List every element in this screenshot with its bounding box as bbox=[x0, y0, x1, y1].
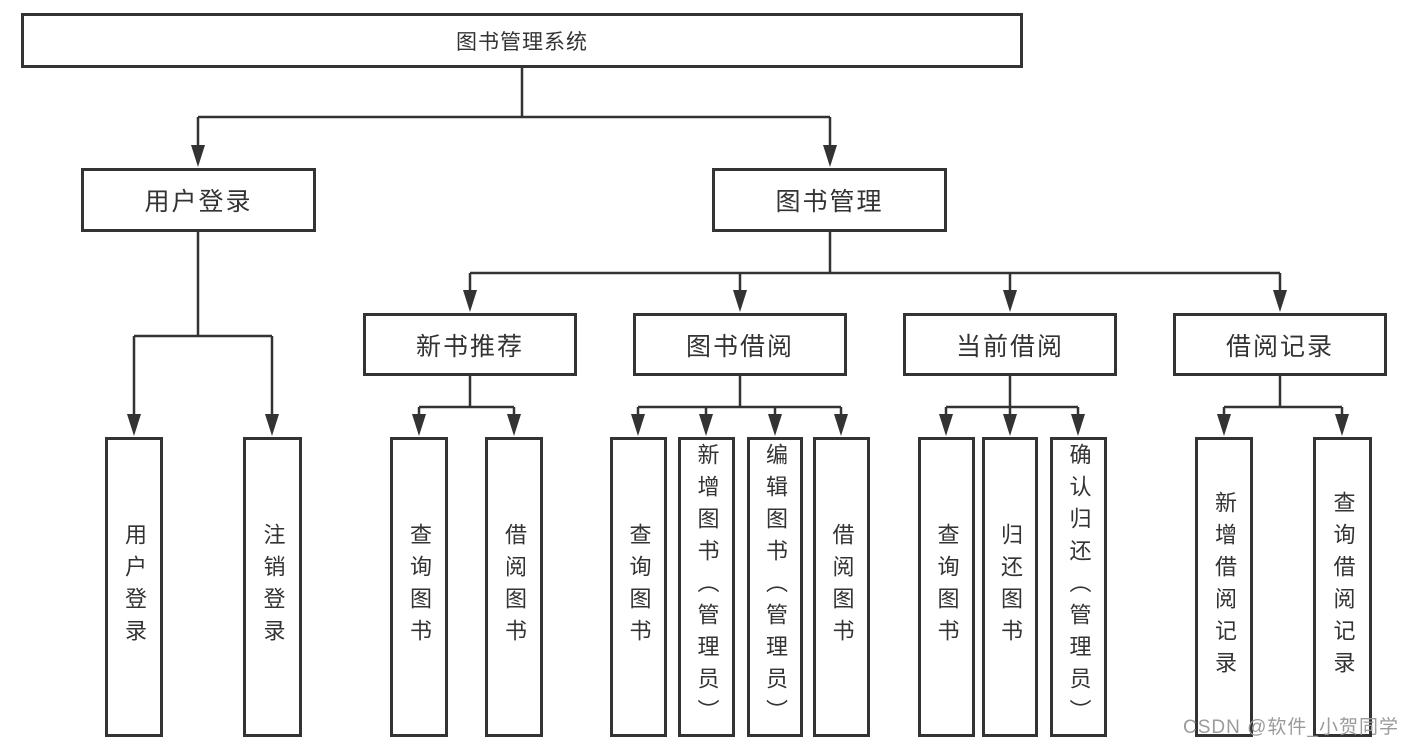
connector-book-borrow-to-leaves bbox=[631, 375, 848, 436]
watermark: CSDN @软件_小贺同学 bbox=[1183, 717, 1399, 738]
connector-book-management-to-sections bbox=[463, 232, 1287, 312]
leaf-node-borrow-books-2: 借阅图书 bbox=[813, 437, 870, 737]
section-node-book-borrow: 图书借阅 bbox=[633, 313, 847, 376]
connector-user-login-to-leaves bbox=[127, 232, 279, 436]
connector-borrow-records-to-leaves bbox=[1217, 375, 1349, 436]
leaf-node-add-books-admin: 新增图书（管理员） bbox=[678, 437, 735, 737]
leaf-node-query-books-1: 查询图书 bbox=[390, 437, 448, 737]
root-node-library-system: 图书管理系统 bbox=[21, 13, 1023, 68]
branch-node-user-login: 用户登录 bbox=[81, 168, 316, 232]
section-node-current-borrow: 当前借阅 bbox=[903, 313, 1117, 376]
leaf-node-user-login: 用户登录 bbox=[105, 437, 163, 737]
branch-node-book-management: 图书管理 bbox=[712, 168, 947, 232]
connector-new-book-rec-to-leaves bbox=[412, 375, 521, 436]
leaf-node-edit-books-admin: 编辑图书（管理员） bbox=[747, 437, 803, 737]
leaf-node-query-books-2: 查询图书 bbox=[610, 437, 667, 737]
leaf-node-logout: 注销登录 bbox=[243, 437, 302, 737]
connector-root-to-branches bbox=[191, 68, 837, 167]
leaf-node-add-borrow-record: 新增借阅记录 bbox=[1195, 437, 1253, 737]
leaf-node-query-books-3: 查询图书 bbox=[918, 437, 975, 737]
leaf-node-query-borrow-record: 查询借阅记录 bbox=[1313, 437, 1372, 737]
section-node-new-book-recommend: 新书推荐 bbox=[363, 313, 577, 376]
connector-current-borrow-to-leaves bbox=[939, 375, 1085, 436]
leaf-node-borrow-books-1: 借阅图书 bbox=[485, 437, 543, 737]
leaf-node-return-books: 归还图书 bbox=[982, 437, 1038, 737]
section-node-borrow-records: 借阅记录 bbox=[1173, 313, 1387, 376]
leaf-node-confirm-return-admin: 确认归还（管理员） bbox=[1050, 437, 1107, 737]
